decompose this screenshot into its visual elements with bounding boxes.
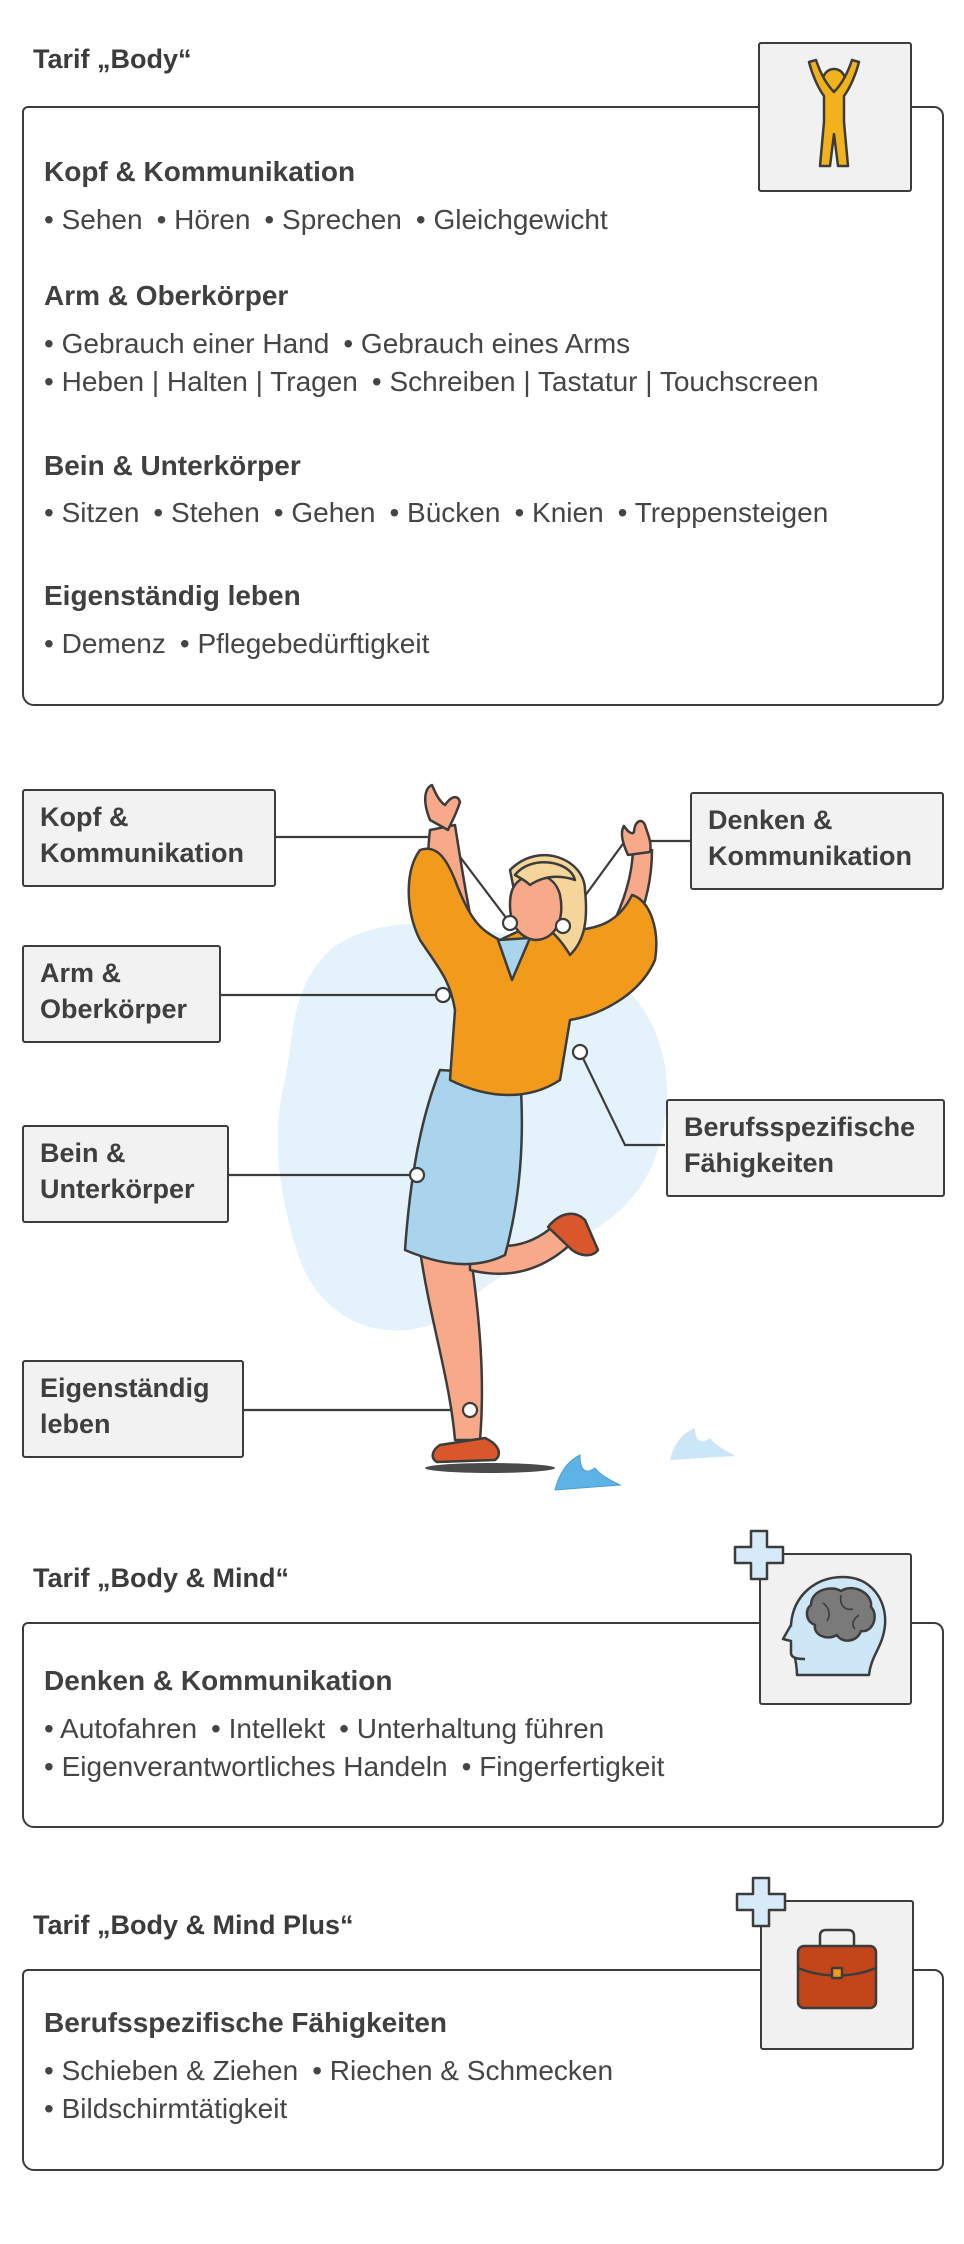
grass-tuft (670, 1428, 735, 1460)
list-item: Bildschirmtätigkeit (44, 2093, 288, 2125)
grass-tuft (554, 1454, 622, 1491)
list-item: Gehen (274, 497, 375, 529)
tariff-body-card (22, 106, 944, 706)
label-kopf-kommunikation: Kopf & Kommunikation (22, 789, 276, 887)
label-berufsspezifische-faehigkeiten: Berufsspezifische Fähigkeiten (666, 1099, 945, 1197)
label-arm-oberkoerper: Arm & Oberkörper (22, 945, 221, 1043)
plus-items-line-0: Schieben & Ziehen Riechen & Schmecken (44, 2055, 613, 2087)
mind-section-title: Denken & Kommunikation (44, 1665, 393, 1696)
plus-icon (733, 1529, 785, 1581)
plus-items-line-1: Bildschirmtätigkeit (44, 2093, 288, 2125)
brain-head-icon (781, 1575, 887, 1677)
tariff-body-title: Tarif „Body“ (33, 44, 192, 74)
list-item: Intellekt (211, 1713, 326, 1745)
tariff-plus-title: Tarif „Body & Mind Plus“ (33, 1910, 354, 1940)
list-item: Hören (157, 204, 250, 236)
body-section-items-1a: Gebrauch einer Hand Gebrauch eines Arms (44, 328, 631, 360)
person-icon (807, 58, 861, 168)
plus-icon (735, 1876, 787, 1928)
mind-items-line-0: Autofahren Intellekt Unterhaltung führen (44, 1713, 604, 1745)
list-item: Unterhaltung führen (339, 1713, 605, 1745)
list-item: Riechen & Schmecken (312, 2055, 613, 2087)
body-section-items-2: Sitzen Stehen Gehen Bücken Knien Treppensteig… (44, 497, 829, 529)
mind-icon-box (759, 1553, 912, 1705)
list-item: Autofahren (44, 1713, 197, 1745)
list-item: Treppensteigen (618, 497, 829, 529)
list-item: Schieben & Ziehen (44, 2055, 299, 2087)
body-section-title-0: Kopf & Kommunikation (44, 156, 356, 187)
list-item: Schreiben | Tastatur | Touchscreen (372, 366, 818, 398)
body-section-title-2: Bein & Unterkörper (44, 450, 301, 481)
label-denken-kommunikation: Denken & Kommunikation (690, 792, 944, 890)
list-item: Stehen (153, 497, 260, 529)
briefcase-icon (796, 1928, 878, 2010)
mind-items-line-1: Eigenverantwortliches Handeln Fingerferti… (44, 1751, 665, 1783)
body-section-title-1: Arm & Oberkörper (44, 280, 289, 311)
list-item: Heben | Halten | Tragen (44, 366, 358, 398)
label-eigenstaendig-leben: Eigenständig leben (22, 1360, 244, 1458)
list-item: Fingerfertigkeit (462, 1751, 664, 1783)
list-item: Bücken (389, 497, 500, 529)
body-section-items-0: Sehen Hören Sprechen Gleichgewicht (44, 204, 608, 236)
list-item: Sprechen (264, 204, 402, 236)
body-section-title-3: Eigenständig leben (44, 580, 301, 611)
figure-illustration (220, 783, 735, 1491)
body-section-items-1b: Heben | Halten | Tragen Schreiben | Tasta… (44, 366, 819, 398)
tariff-mind-title: Tarif „Body & Mind“ (33, 1563, 289, 1593)
list-item: Gleichgewicht (416, 204, 607, 236)
list-item: Eigenverantwortliches Handeln (44, 1751, 448, 1783)
body-section-items-3: Demenz Pflegebedürftigkeit (44, 628, 430, 660)
list-item: Knien (514, 497, 604, 529)
list-item: Pflegebedürftigkeit (180, 628, 429, 660)
list-item: Sitzen (44, 497, 140, 529)
plus-section-title: Berufsspezifische Fähigkeiten (44, 2007, 448, 2038)
label-bein-unterkoerper: Bein & Unterkörper (22, 1125, 229, 1223)
list-item: Gebrauch einer Hand (44, 328, 330, 360)
plus-icon-box (760, 1900, 914, 2050)
list-item: Gebrauch eines Arms (343, 328, 630, 360)
list-item: Sehen (44, 204, 143, 236)
list-item: Demenz (44, 628, 166, 660)
body-icon-box (758, 42, 912, 192)
